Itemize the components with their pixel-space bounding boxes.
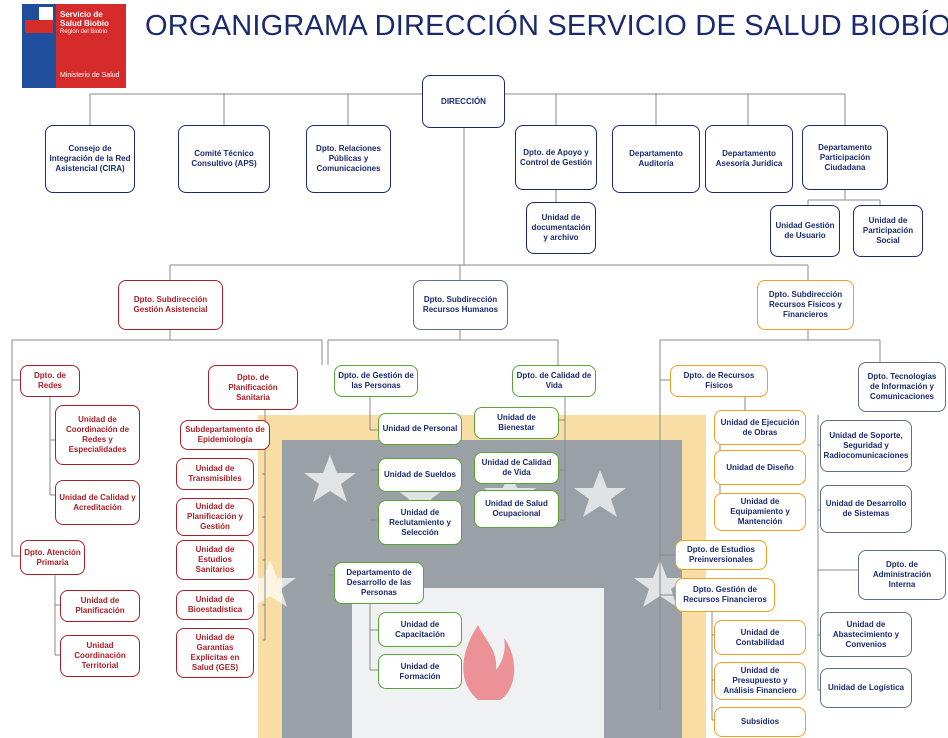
logo-red-stripe [56,4,126,88]
node-calidad-acreditacion: Unidad de Calidad y Acreditación [55,480,140,525]
node-recursos-fisicos: Dpto. de Recursos Físicos [670,365,768,397]
node-unidad-sueldos: Unidad de Sueldos [378,458,462,492]
node-formacion: Unidad de Formación [378,654,462,689]
node-participacion-ciudadana: Departamento Participación Ciudadana [802,125,888,190]
node-dpto-redes: Dpto. de Redes [20,365,80,397]
node-logistica: Unidad de Logística [820,668,912,708]
node-participacion-social: Unidad de Participación Social [853,205,923,257]
node-tic: Dpto. Tecnologías de Información y Comun… [858,362,946,412]
logo-ministry-name: Ministerio de Salud [60,72,120,79]
node-apoyo-control: Dpto. de Apoyo y Control de Gestión [515,125,597,190]
watermark-flame [463,625,515,700]
node-administracion-interna: Dpto. de Administración Interna [858,550,946,600]
page-title: ORGANIGRAMA DIRECCIÓN SERVICIO DE SALUD … [145,10,948,42]
node-transmisibles: Unidad de Transmisibles [176,458,254,490]
node-ejecucion-obras: Unidad de Ejecución de Obras [714,410,806,445]
node-unidad-personal: Unidad de Personal [378,413,462,445]
node-coordinacion-redes: Unidad de Coordinación de Redes y Especi… [55,405,140,465]
logo-service-name: Servicio de Salud Biobío Región del Biob… [60,10,109,35]
node-presupuesto: Unidad de Presupuesto y Análisis Financi… [714,662,806,700]
node-sub-recursos-fisicos: Dpto. Subdirección Recursos Físicos y Fi… [757,280,854,330]
node-comite-tecnico: Comité Técnico Consultivo (APS) [178,125,270,193]
node-estudios-preinversionales: Dpto. de Estudios Preinversionales [675,540,767,570]
node-sub-gestion-asistencial: Dpto. Subdirección Gestión Asistencial [118,280,223,330]
node-sub-recursos-humanos: Dpto. Subdirección Recursos Humanos [413,280,508,330]
node-auditoria: Departamento Auditoría [612,125,700,193]
chile-flag-icon [25,7,53,33]
node-asesoria-juridica: Departamento Asesoría Jurídica [705,125,793,193]
node-planificacion-sanitaria: Dpto. de Planificación Sanitaria [208,365,298,410]
node-diseno: Unidad de Diseño [714,450,806,485]
node-epidemiologia: Subdepartamento de Epidemiología [180,420,270,450]
node-soporte: Unidad de Soporte, Seguridad y Radiocomu… [820,420,912,472]
node-desarrollo-personas: Departamento de Desarrollo de las Person… [334,562,424,604]
node-abastecimiento: Unidad de Abastecimiento y Convenios [820,612,912,657]
node-documentacion: Unidad de documentación y archivo [526,202,596,254]
node-gestion-financieros: Dpto. Gestión de Recursos Financieros [675,578,775,612]
node-gestion-personas: Dpto. de Gestión de las Personas [334,365,418,397]
node-bienestar: Unidad de Bienestar [474,407,559,439]
node-ges: Unidad de Garantías Explícitas en Salud … [176,628,254,678]
node-planificacion-gestion: Unidad de Planificación y Gestión [176,498,254,536]
node-reclutamiento: Unidad de Reclutamiento y Selección [378,500,462,545]
node-atencion-primaria: Dpto. Atención Primaria [20,540,85,575]
node-gestion-usuario: Unidad Gestión de Usuario [770,205,840,257]
node-calidad-vida-dpto: Dpto. de Calidad de Vida [512,365,596,397]
node-unidad-calidad-vida: Unidad de Calidad de Vida [474,452,559,484]
ministry-logo: Servicio de Salud Biobío Región del Biob… [22,4,126,88]
node-cira: Consejo de Integración de la Red Asisten… [45,125,135,193]
node-capacitacion: Unidad de Capacitación [378,612,462,647]
node-direccion: DIRECCIÓN [422,75,505,128]
node-bioestadistica: Unidad de Bioestadística [176,590,254,620]
node-desarrollo-sistemas: Unidad de Desarrollo de Sistemas [820,485,912,533]
node-equipamiento: Unidad de Equipamiento y Mantención [714,493,806,531]
node-estudios-sanitarios: Unidad de Estudios Sanitarios [176,540,254,580]
node-coordinacion-territorial: Unidad Coordinación Territorial [60,635,140,677]
node-relaciones-publicas: Dpto. Relaciones Públicas y Comunicacion… [306,125,391,193]
node-contabilidad: Unidad de Contabilidad [714,620,806,655]
node-subsidios: Subsidios [714,707,806,737]
node-salud-ocupacional: Unidad de Salud Ocupacional [474,490,559,528]
node-unidad-planificacion: Unidad de Planificación [60,590,140,622]
